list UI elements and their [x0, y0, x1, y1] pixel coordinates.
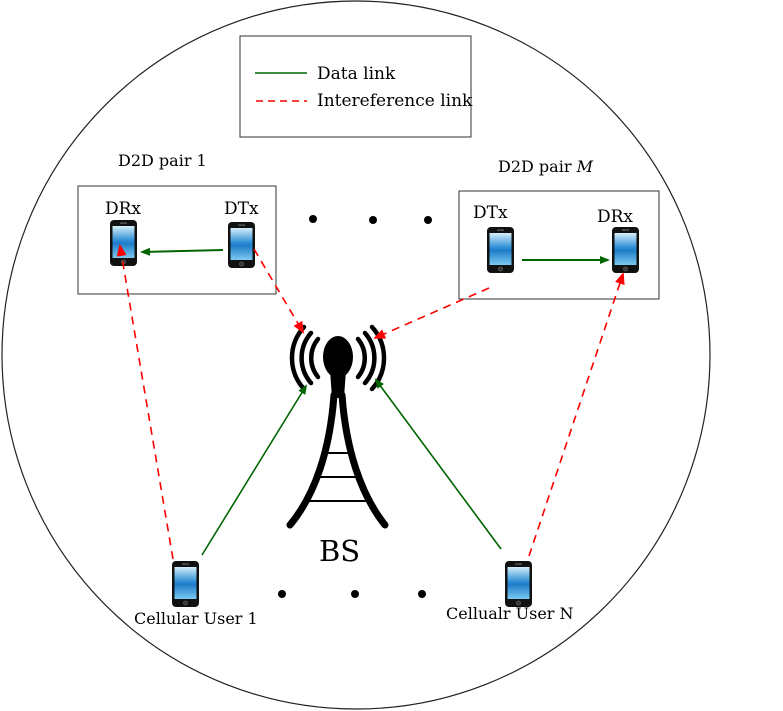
base-station-label: BS: [319, 534, 360, 568]
d2d-pair-1-tx-label: DTx: [224, 199, 259, 219]
interference-d2dm-tx-to-bs: [373, 287, 490, 339]
d2d-pair-m-rx-label: DRx: [597, 207, 633, 227]
d2d-pair-m-title-var: M: [576, 157, 594, 176]
interference-cun-to-d2dm-rx: [528, 272, 625, 557]
d2d-pairs-ellipsis: [309, 215, 432, 224]
d2d-pair-1-title: D2D pair 1: [118, 151, 207, 170]
cellular-user-1-data-link: [201, 384, 308, 556]
d2d-pair-1-rx-phone-icon: [109, 219, 138, 267]
cellular-user-n: Cellualr User N: [446, 560, 574, 623]
d2d-pair-1-rx-label: DRx: [105, 199, 141, 219]
cell-boundary: [1, 0, 711, 710]
cellular-user-n-data-link: [374, 378, 502, 550]
legend-data-link-label: Data link: [317, 64, 396, 84]
cellular-users-ellipsis: [278, 590, 426, 598]
d2d-pair-m-rx-phone-icon: [611, 226, 640, 274]
cellular-user-n-label: Cellualr User N: [446, 604, 574, 623]
d2d-pair-1-tx-phone-icon: [227, 221, 256, 269]
cellular-user-1-label: Cellular User 1: [134, 609, 258, 628]
cellular-user-1-phone-icon: [171, 560, 200, 608]
d2d-pair-m-tx-label: DTx: [473, 203, 508, 223]
ellipsis-dot: [369, 216, 377, 224]
cellular-user-1: Cellular User 1: [134, 560, 258, 628]
base-station: BS: [286, 324, 389, 568]
legend: Data link Intereference link: [239, 35, 473, 138]
ellipsis-dot: [424, 216, 432, 224]
d2d-pair-m: D2D pair M DTx DRx: [458, 157, 660, 300]
interference-cu1-to-d2d1-rx: [116, 244, 174, 560]
interference-d2d1-tx-to-bs: [253, 248, 305, 334]
ellipsis-dot: [418, 590, 426, 598]
antenna-tower-icon: [286, 324, 389, 529]
d2d-pair-1-data-link: [140, 247, 224, 256]
ellipsis-dot: [278, 590, 286, 598]
legend-interference-link-label: Intereference link: [317, 91, 473, 111]
ellipsis-dot: [309, 215, 317, 223]
d2d-pair-m-title: D2D pair M: [498, 157, 594, 176]
d2d-pair-m-tx-phone-icon: [486, 226, 515, 274]
d2d-pair-1: D2D pair 1 DRx DTx: [77, 151, 277, 295]
d2d-pair-m-title-prefix: D2D pair: [498, 157, 577, 176]
ellipsis-dot: [351, 590, 359, 598]
cellular-user-n-phone-icon: [504, 560, 533, 608]
legend-box: [239, 35, 472, 138]
